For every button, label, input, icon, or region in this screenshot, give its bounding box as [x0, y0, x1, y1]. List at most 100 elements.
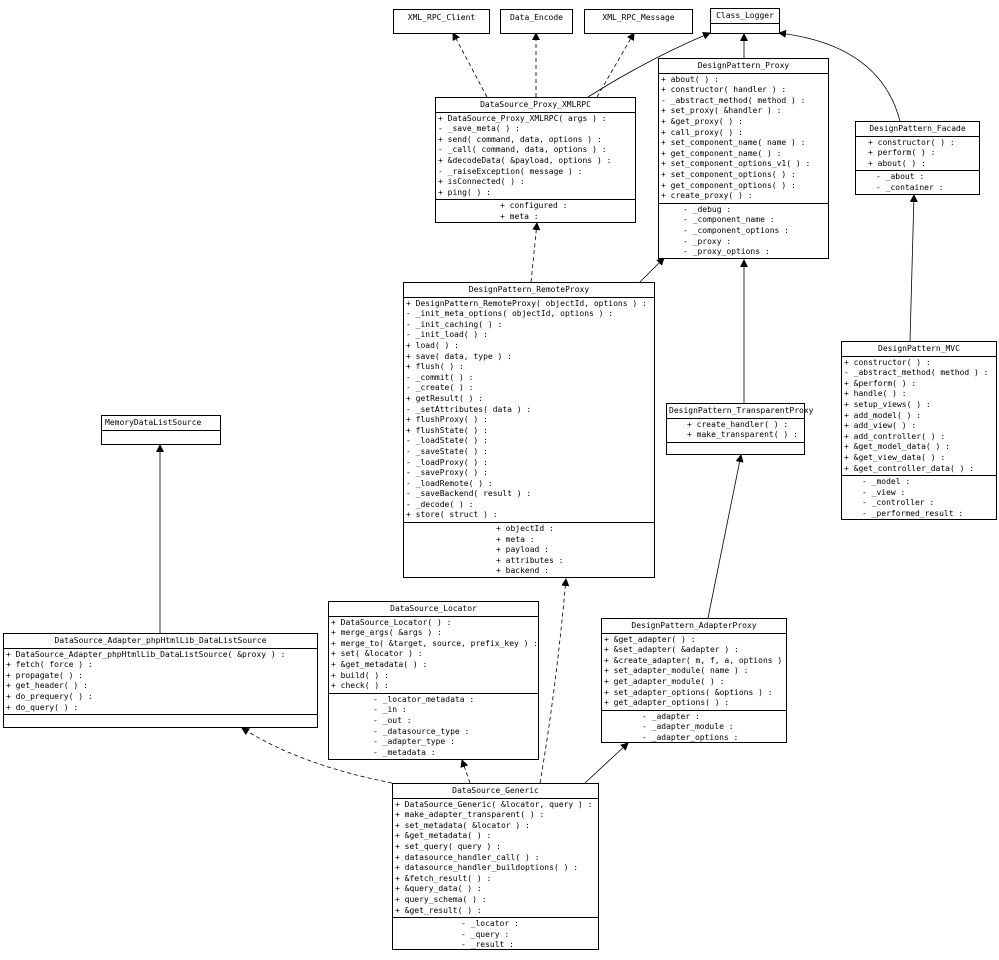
edge-generic-to-adapterproxy [584, 742, 629, 784]
class-xml-rpc-message: XML_RPC_Message [584, 9, 693, 34]
method: + &get_metadata( ) : [331, 659, 428, 669]
class-attributes: - _locator_metadata : - _in : - _out : -… [329, 692, 538, 760]
method: + load( ) : [406, 340, 459, 350]
method: + save( data, type ) : [406, 351, 512, 361]
method: + fetch( force ) : [6, 660, 93, 670]
class-attributes: + objectId : + meta : + payload : + attr… [404, 522, 654, 578]
class-methods: + constructor( ) : - _abstract_method( m… [842, 355, 996, 476]
class-datasource-locator: DataSource_Locator + DataSource_Locator(… [328, 601, 539, 760]
attribute: - _adapter_module : [642, 722, 734, 732]
method: + flushProxy( ) : [406, 415, 488, 425]
class-name: MemoryDataListSource [105, 418, 202, 427]
method: + constructor( ) : [868, 137, 955, 147]
class-methods: + DataSource_Locator( ) : + merge_args( … [329, 615, 538, 693]
method: + set_proxy( &handler ) : [661, 106, 782, 116]
method: + datasource_handler_call( ) : [395, 852, 540, 862]
method: + constructor( ) : [844, 357, 931, 367]
attribute: + backend : [496, 566, 549, 576]
class-name: XML_RPC_Message [602, 13, 675, 22]
method: + &get_view_data( ) : [844, 452, 946, 462]
class-methods: + DesignPattern_RemoteProxy( objectId, o… [404, 296, 654, 522]
class-name: XML_RPC_Client [407, 13, 476, 22]
attribute: - _result : [461, 940, 514, 950]
class-designpattern-proxy: DesignPattern_Proxy + about( ) : + const… [658, 58, 829, 259]
method: + flush( ) : [406, 362, 464, 372]
method: - _save_meta( ) : [438, 124, 520, 134]
method: + &query_data( ) : [395, 884, 482, 894]
method: + &get_controller_data( ) : [844, 463, 975, 473]
method: + &get_adapter( ) : [604, 634, 696, 644]
attribute: - _adapter_type : [373, 737, 455, 747]
method: + do_prequery( ) : [6, 691, 93, 701]
method: + &set_adapter( &adapter ) : [604, 645, 739, 655]
class-attributes: - _locator : - _query : - _result : [393, 917, 598, 952]
class-attributes [4, 714, 317, 726]
method: + propagate( ) : [6, 670, 84, 680]
class-datasource-proxy-xmlrpc: DataSource_Proxy_XMLRPC + DataSource_Pro… [435, 97, 636, 223]
method: + &create_adapter( m, f, a, options ) : [604, 655, 784, 665]
method: + &fetch_result( ) : [395, 873, 492, 883]
method: + &get_result( ) : [395, 905, 482, 915]
class-data-encode: Data_Encode [500, 9, 573, 34]
attribute: - _component_name : [683, 215, 775, 225]
class-methods: + DataSource_Generic( &locator, query ) … [393, 797, 598, 918]
class-datasource-adapter-phphtmllib: DataSource_Adapter_phpHtmlLib_DataListSo… [3, 633, 318, 728]
attribute: - _container : [876, 182, 944, 192]
method: + set_component_name( name ) : [661, 138, 806, 148]
method: - _loadState( ) : [406, 436, 488, 446]
class-designpattern-adapterproxy: DesignPattern_AdapterProxy + &get_adapte… [601, 618, 787, 743]
attribute: + objectId : [496, 524, 554, 534]
attribute: - _view : [862, 487, 906, 497]
class-designpattern-mvc: DesignPattern_MVC + constructor( ) : - _… [841, 341, 997, 520]
method: + setup_views( ) : [844, 399, 931, 409]
class-name: DesignPattern_MVC [878, 344, 960, 353]
method: - _setAttributes( data ) : [406, 404, 532, 414]
edge-xmlrpc-to-logger [587, 32, 711, 98]
class-attributes: - _model : - _view : - _controller : - _… [842, 475, 996, 520]
attribute: - _proxy_options : [683, 247, 770, 257]
method: + DesignPattern_RemoteProxy( objectId, o… [406, 298, 647, 308]
class-methods: + constructor( ) : + perform( ) : + abou… [856, 135, 979, 171]
class-methods: + create_handler( ) : + make_transparent… [667, 417, 804, 442]
class-xml-rpc-client: XML_RPC_Client [393, 9, 490, 34]
method: + make_transparent( ) : [687, 430, 798, 440]
method: + get_component_name( ) : [661, 148, 782, 158]
class-class-logger: Class_Logger [710, 8, 780, 34]
attribute: + meta : [500, 211, 539, 221]
method: - _loadRemote( ) : [406, 478, 493, 488]
method: - _commit( ) : [406, 372, 474, 382]
attribute: - _query : [461, 929, 510, 939]
class-name: DesignPattern_AdapterProxy [631, 621, 757, 630]
method: + get_component_options( ) : [661, 180, 796, 190]
method: - _init_caching( ) : [406, 319, 503, 329]
class-name: DataSource_Proxy_XMLRPC [480, 100, 591, 109]
class-methods: + DataSource_Adapter_phpHtmlLib_DataList… [4, 647, 317, 715]
method: + get_adapter_module( ) : [604, 676, 725, 686]
attribute: - _component_options : [683, 225, 789, 235]
class-attributes [711, 22, 779, 35]
method: - _init_load( ) : [406, 330, 488, 340]
method: - _init_meta_options( objectId, options … [406, 309, 614, 319]
class-memorydatalistsource: MemoryDataListSource [101, 415, 221, 445]
class-attributes: - _adapter : - _adapter_module : - _adap… [602, 709, 786, 745]
attribute: + payload : [496, 545, 549, 555]
method: + handle( ) : [844, 389, 907, 399]
method: - _raiseException( message ) : [438, 166, 583, 176]
method: + set_component_options( ) : [661, 169, 796, 179]
method: + DataSource_Locator( ) : [331, 617, 452, 627]
method: + set_adapter_options( &options ) : [604, 687, 773, 697]
method: + get_adapter_options( ) : [604, 698, 730, 708]
class-attributes [667, 441, 804, 454]
class-attributes [102, 429, 220, 442]
attribute: + attributes : [496, 555, 564, 565]
class-name: DataSource_Locator [390, 604, 477, 613]
method: + add_view( ) : [844, 421, 917, 431]
attribute: - _controller : [862, 498, 935, 508]
attribute: - _datasource_type : [373, 726, 470, 736]
edge-generic-to-phphtmllib [241, 727, 393, 784]
method: + flushState( ) : [406, 425, 488, 435]
attribute: + meta : [496, 534, 535, 544]
class-designpattern-transparentproxy: DesignPattern_TransparentProxy + create_… [666, 403, 814, 455]
method: + isConnected( ) : [438, 177, 525, 187]
method: + make_adapter_transparent( ) : [395, 810, 545, 820]
